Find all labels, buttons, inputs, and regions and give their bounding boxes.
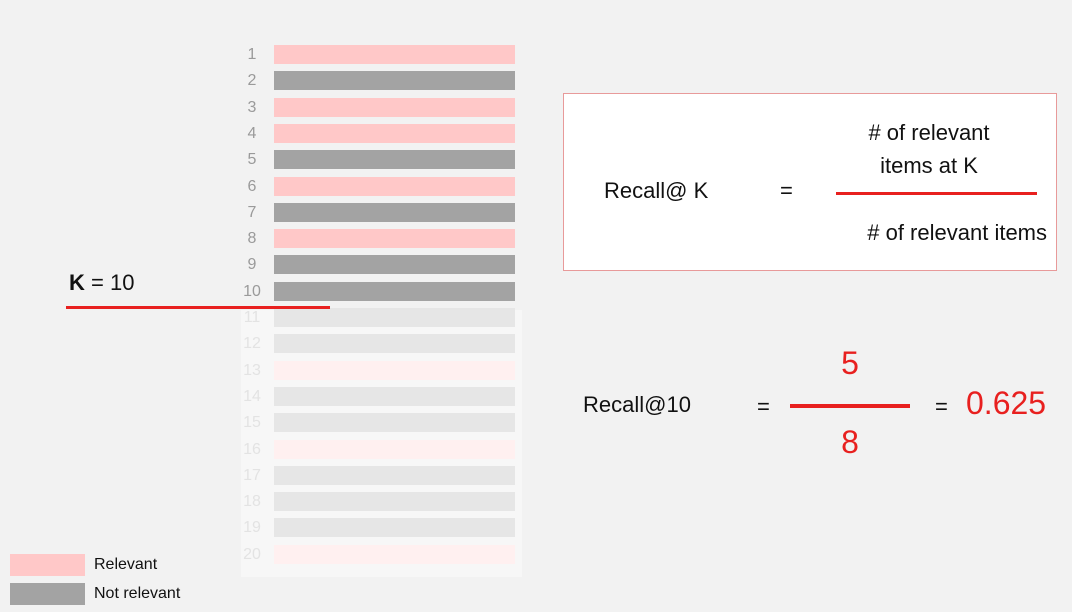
ranking-row: 9 xyxy=(240,252,520,278)
formula-numerator: # of relevant items at K xyxy=(819,116,1039,182)
rank-number: 2 xyxy=(247,72,257,90)
ranking-row: 13 xyxy=(240,358,520,384)
rank-number: 9 xyxy=(247,256,257,274)
ranking-row: 3 xyxy=(240,95,520,121)
not-relevant-item-bar xyxy=(274,413,515,433)
ranking-row: 16 xyxy=(240,437,520,463)
relevant-item-bar xyxy=(274,439,515,459)
ranking-row: 7 xyxy=(240,200,520,226)
ranking-row: 18 xyxy=(240,489,520,515)
rank-number: 8 xyxy=(247,230,257,248)
calc-result: 0.625 xyxy=(966,385,1047,421)
rank-number: 6 xyxy=(247,177,257,195)
rank-number: 11 xyxy=(243,309,261,326)
legend-not-relevant-swatch xyxy=(10,583,85,605)
rank-number: 4 xyxy=(247,124,257,142)
ranking-row: 8 xyxy=(240,226,520,252)
not-relevant-item-bar xyxy=(274,334,515,354)
calc-denominator: 8 xyxy=(841,424,859,460)
rank-number: 5 xyxy=(247,151,257,169)
ranking-row: 19 xyxy=(240,515,520,541)
ranking-row: 11 xyxy=(240,305,520,331)
not-relevant-item-bar xyxy=(274,255,515,275)
formula-numerator-line2: items at K xyxy=(880,153,978,178)
relevant-item-bar xyxy=(274,45,515,64)
legend-relevant-label: Relevant xyxy=(94,556,158,573)
k-label: K = 10 xyxy=(69,270,134,296)
rank-number: 1 xyxy=(247,46,257,63)
formula-equals: = xyxy=(780,178,793,203)
not-relevant-item-bar xyxy=(274,386,515,406)
not-relevant-item-bar xyxy=(274,308,515,327)
calc-fraction-line xyxy=(790,404,910,408)
rank-number: 13 xyxy=(243,361,261,379)
ranking-row: 20 xyxy=(240,542,520,568)
rank-number: 3 xyxy=(247,98,257,116)
ranking-row: 2 xyxy=(240,68,520,94)
relevant-item-bar xyxy=(274,544,515,564)
rank-number: 16 xyxy=(243,440,261,458)
formula-fraction-line xyxy=(836,192,1037,195)
formula-denominator: # of relevant items xyxy=(867,220,1047,245)
ranking-row: 12 xyxy=(240,331,520,357)
calc-equals: = xyxy=(757,394,770,419)
ranking-row: 4 xyxy=(240,121,520,147)
relevant-item-bar xyxy=(274,360,515,380)
ranking-row: 17 xyxy=(240,463,520,489)
ranking-row: 1 xyxy=(240,42,520,68)
not-relevant-item-bar xyxy=(274,71,515,91)
not-relevant-item-bar xyxy=(274,281,515,301)
relevant-item-bar xyxy=(274,229,515,249)
k-letter: K xyxy=(69,270,85,295)
k-value: = 10 xyxy=(84,270,135,295)
not-relevant-item-bar xyxy=(274,202,515,222)
ranking-row: 6 xyxy=(240,174,520,200)
formula-numerator-line1: # of relevant xyxy=(868,120,990,145)
ranking-row: 10 xyxy=(240,279,520,305)
relevant-item-bar xyxy=(274,97,515,117)
k-cutoff-line xyxy=(66,306,330,309)
legend-relevant-swatch xyxy=(10,554,85,576)
not-relevant-item-bar xyxy=(274,465,515,485)
relevant-item-bar xyxy=(274,176,515,196)
rank-number: 12 xyxy=(243,335,261,353)
rank-number: 20 xyxy=(243,545,261,563)
rank-number: 17 xyxy=(243,466,261,484)
calc-numerator: 5 xyxy=(841,345,859,381)
ranking-row: 5 xyxy=(240,147,520,173)
formula-box: Recall@ K = # of relevant items at K # o… xyxy=(563,93,1057,271)
rank-number: 7 xyxy=(247,203,257,221)
not-relevant-item-bar xyxy=(274,518,515,538)
rank-number: 18 xyxy=(243,493,261,511)
rank-number: 10 xyxy=(243,282,261,300)
rank-number: 19 xyxy=(243,519,261,537)
rank-number: 15 xyxy=(243,414,261,432)
not-relevant-item-bar xyxy=(274,492,515,512)
ranking-row: 15 xyxy=(240,410,520,436)
not-relevant-item-bar xyxy=(274,150,515,170)
legend-not-relevant-label: Not relevant xyxy=(94,585,181,602)
formula-lhs: Recall@ K xyxy=(604,178,709,203)
calc-equals-result: = xyxy=(935,394,948,419)
calc-lhs: Recall@10 xyxy=(583,392,691,417)
ranking-row: 14 xyxy=(240,384,520,410)
rank-number: 14 xyxy=(243,387,261,405)
relevant-item-bar xyxy=(274,123,515,143)
